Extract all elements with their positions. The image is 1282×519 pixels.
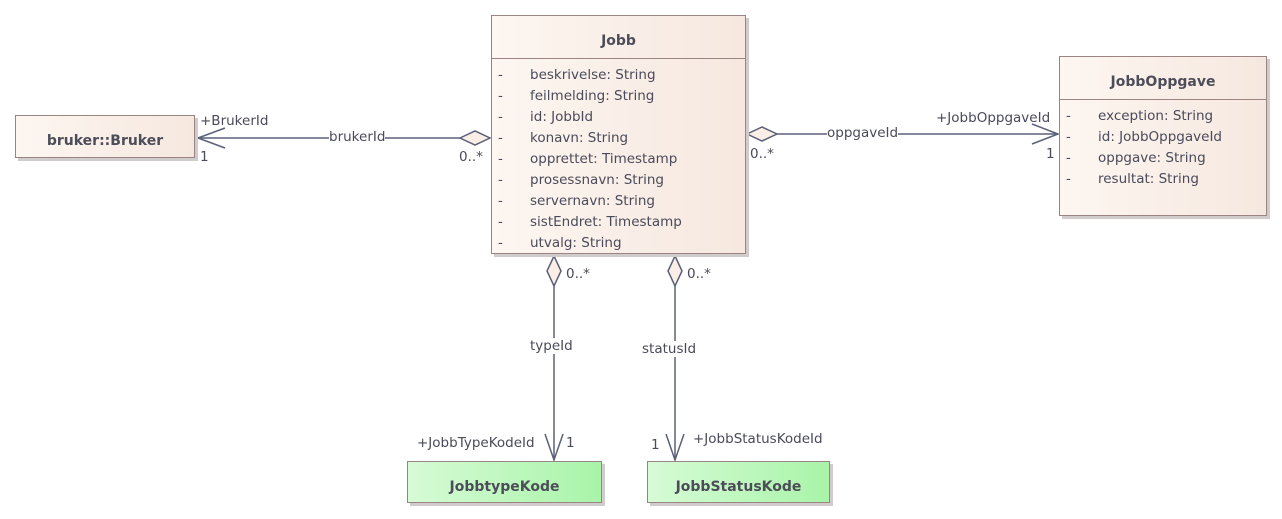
- attribute-text: oppgave: String: [1098, 150, 1206, 166]
- attribute[interactable]: - id: JobbOppgaveId: [1060, 127, 1266, 148]
- attribute-text: konavn: String: [530, 130, 629, 146]
- attribute-text: opprettet: Timestamp: [530, 151, 678, 167]
- attribute-text: sistEndret: Timestamp: [530, 214, 682, 230]
- visibility: -: [498, 88, 503, 104]
- oppgave-target-multiplicity: 1: [1046, 146, 1055, 162]
- oppgave-arrowhead: [1031, 123, 1061, 145]
- attribute[interactable]: - prosessnavn: String: [492, 170, 745, 191]
- attribute[interactable]: - servernavn: String: [492, 191, 745, 212]
- bruker-association-name[interactable]: brukerId: [329, 129, 386, 145]
- attribute[interactable]: - exception: String: [1060, 106, 1266, 127]
- bruker-target-role: +BrukerId: [200, 113, 269, 129]
- attribute-text: resultat: String: [1098, 171, 1199, 187]
- class-name: JobbtypeKode: [449, 479, 560, 495]
- attribute-text: id: JobbId: [530, 109, 594, 125]
- attribute-text: exception: String: [1098, 108, 1214, 124]
- visibility: -: [498, 130, 503, 146]
- status-arrowhead: [665, 433, 685, 463]
- class-name: Jobb: [601, 33, 636, 49]
- attribute-text: beskrivelse: String: [530, 67, 656, 83]
- class-bruker[interactable]: bruker::Bruker: [15, 115, 195, 158]
- visibility: -: [1066, 108, 1071, 124]
- type-association-name[interactable]: typeId: [530, 338, 573, 354]
- visibility: -: [498, 214, 503, 230]
- attribute[interactable]: - resultat: String: [1060, 169, 1266, 190]
- status-source-multiplicity: 0..*: [687, 266, 711, 282]
- attribute-text: utvalg: String: [530, 235, 622, 251]
- attribute[interactable]: - opprettet: Timestamp: [492, 149, 745, 170]
- class-jobbtypekode[interactable]: JobbtypeKode: [407, 461, 602, 503]
- oppgave-target-role: +JobbOppgaveId: [936, 110, 1051, 126]
- attribute-text: id: JobbOppgaveId: [1098, 129, 1222, 145]
- attribute[interactable]: - konavn: String: [492, 128, 745, 149]
- attribute[interactable]: - oppgave: String: [1060, 148, 1266, 169]
- status-target-multiplicity: 1: [651, 437, 660, 453]
- type-arrowhead: [544, 433, 564, 463]
- type-aggregation-diamond: [546, 254, 562, 288]
- visibility: -: [498, 67, 503, 83]
- bruker-arrowhead: [195, 127, 226, 149]
- type-target-role: +JobbTypeKodeId: [417, 435, 535, 451]
- status-target-role: +JobbStatusKodeId: [693, 431, 823, 447]
- attribute-text: feilmelding: String: [530, 88, 655, 104]
- attribute[interactable]: - id: JobbId: [492, 107, 745, 128]
- class-name: JobbStatusKode: [675, 479, 802, 495]
- visibility: -: [498, 172, 503, 188]
- attribute[interactable]: - utvalg: String: [492, 233, 745, 254]
- bruker-source-multiplicity: 0..*: [459, 149, 483, 165]
- attribute-text: prosessnavn: String: [530, 172, 664, 188]
- attribute-text: servernavn: String: [530, 193, 656, 209]
- status-association-name[interactable]: statusId: [642, 341, 697, 357]
- oppgave-association-name[interactable]: oppgaveId: [827, 125, 899, 141]
- visibility: -: [498, 193, 503, 209]
- status-aggregation-diamond: [667, 254, 683, 288]
- attribute[interactable]: - beskrivelse: String: [492, 65, 745, 86]
- visibility: -: [1066, 150, 1071, 166]
- class-jobb[interactable]: Jobb - beskrivelse: String - feilmelding: …: [491, 15, 746, 254]
- visibility: -: [498, 151, 503, 167]
- type-source-multiplicity: 0..*: [566, 266, 590, 282]
- class-name: bruker::Bruker: [46, 133, 164, 149]
- attribute-list: - exception: String - id: JobbOppgaveId - o…: [1060, 100, 1266, 190]
- bruker-aggregation-diamond: [458, 130, 492, 146]
- class-jobbstatuskode[interactable]: JobbStatusKode: [647, 461, 830, 503]
- class-jobboppgave[interactable]: JobbOppgave - exception: String - id: Jobb…: [1059, 56, 1267, 216]
- attribute-list: - beskrivelse: String - feilmelding: Strin…: [492, 59, 745, 254]
- oppgave-source-multiplicity: 0..*: [750, 146, 774, 162]
- visibility: -: [1066, 129, 1071, 145]
- visibility: -: [1066, 171, 1071, 187]
- class-name: JobbOppgave: [1110, 74, 1216, 90]
- visibility: -: [498, 109, 503, 125]
- attribute[interactable]: - feilmelding: String: [492, 86, 745, 107]
- bruker-target-multiplicity: 1: [200, 149, 209, 165]
- attribute[interactable]: - sistEndret: Timestamp: [492, 212, 745, 233]
- oppgave-aggregation-diamond: [745, 126, 779, 142]
- type-target-multiplicity: 1: [566, 435, 575, 451]
- visibility: -: [498, 235, 503, 251]
